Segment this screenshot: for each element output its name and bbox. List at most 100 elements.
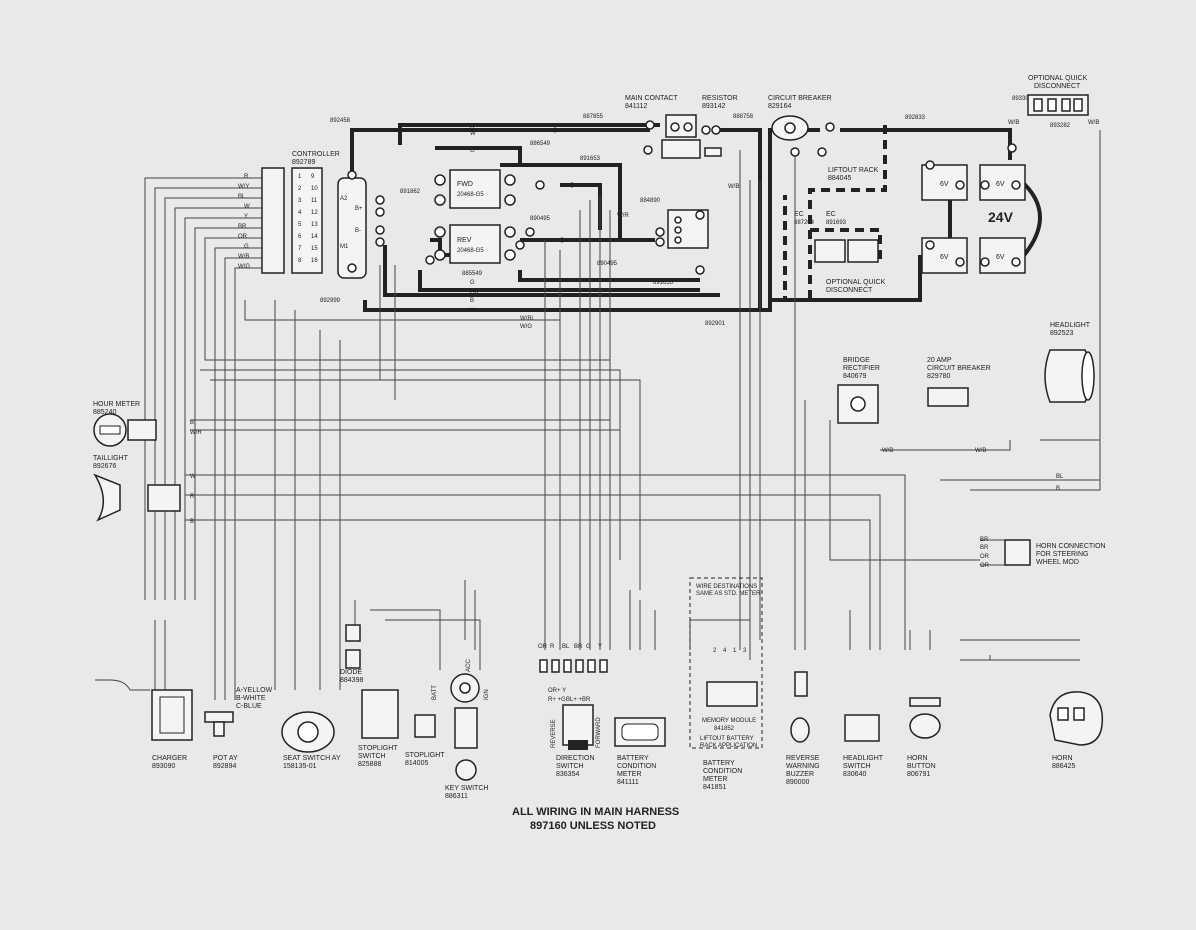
part-890495-b: 890495 — [597, 261, 618, 267]
charger-label: CHARGER — [152, 755, 187, 762]
dir-mark-or-y: OR+ Y — [548, 688, 566, 694]
direction-pin-0: OR — [538, 644, 548, 650]
taillight-label: TAILLIGHT — [93, 455, 129, 462]
wire-code-wb: W/B — [728, 184, 739, 190]
mem-pin-4: 4 — [723, 648, 727, 654]
horn-connection-label2: FOR STEERING — [1036, 551, 1089, 558]
part-890495-a: 890495 — [530, 216, 551, 222]
direction-pin-3: BR — [574, 644, 583, 650]
battery-condition-meter-1: BATTERY CONDITION METER 841111 — [614, 717, 666, 786]
hour-meter-label: HOUR METER — [93, 401, 140, 408]
wire-code-b: B — [470, 298, 474, 304]
headlight-label: HEADLIGHT — [1050, 322, 1091, 329]
part-891655: 891655 — [653, 280, 674, 286]
buzzer-part: 890000 — [786, 779, 809, 786]
controller-pin-14: 14 — [311, 234, 318, 240]
memory-module-box: WIRE DESTINATIONS SAME AS STD. METER MEM… — [689, 577, 763, 791]
key-switch-label: KEY SWITCH — [445, 785, 488, 792]
controller-pin-13: 13 — [311, 222, 318, 228]
wire-code-g: G — [470, 148, 475, 154]
buzzer-label2: WARNING — [786, 763, 820, 770]
controller-label: CONTROLLER — [292, 151, 340, 158]
heavy-wires — [350, 123, 1042, 312]
controller-pin-11: 11 — [311, 198, 318, 204]
controller-part: 892789 — [292, 159, 315, 166]
direction-pin-2: BL — [562, 644, 570, 650]
amp-breaker-part: 829780 — [927, 373, 950, 380]
horn-connection-wire-or2: OR — [980, 563, 990, 569]
fwd-part: 20468-G5 — [457, 192, 484, 198]
diagram-subtitle: 897160 UNLESS NOTED — [530, 820, 656, 832]
headlight-wire-bl: BL — [1056, 474, 1064, 480]
controller-wire-5: BR — [238, 224, 247, 230]
bridge-rectifier-label2: RECTIFIER — [843, 365, 880, 372]
direction-pin-1: R — [550, 644, 555, 650]
bcm2-label3: METER — [703, 776, 728, 783]
direction-pin-connector-1 — [551, 659, 560, 673]
terminal-a2: A2 — [340, 196, 348, 202]
wire-code-r: R — [470, 124, 475, 130]
oqd-top-part-a: 893303 — [1012, 96, 1033, 102]
circuit-breaker: CIRCUIT BREAKER 829164 — [768, 95, 835, 157]
controller-pin-12: 12 — [311, 210, 318, 216]
direction-switch-part: 836354 — [556, 771, 579, 778]
bridge-rectifier-label: BRIDGE — [843, 357, 870, 364]
wire-dest-label2: SAME AS STD. METER — [696, 591, 761, 597]
amp-breaker-label2: CIRCUIT BREAKER — [927, 365, 991, 372]
controller-pin-6: 6 — [298, 234, 302, 240]
horn-part: 886425 — [1052, 763, 1075, 770]
battery-cell-2: 6V — [996, 181, 1005, 188]
ec2-label: EC — [826, 211, 836, 218]
liftout-rack-part: 884045 — [828, 175, 851, 182]
direction-pin-connector-2 — [563, 659, 572, 673]
wire-code-w: W — [470, 131, 476, 137]
seat-switch: SEAT SWITCH AY 158135-01 — [281, 711, 341, 770]
taillight-part: 892676 — [93, 463, 116, 470]
controller-pin-10: 10 — [311, 186, 318, 192]
ec2-part: 891693 — [826, 220, 847, 226]
wire-code-wr: W/R — [617, 213, 629, 219]
part-887855: 887855 — [583, 114, 604, 120]
pot-ay-part: 892894 — [213, 763, 236, 770]
horn-connection-wire-or: OR — [980, 554, 990, 560]
bridge-rectifier-part: 840679 — [843, 373, 866, 380]
oqd-bottom-label: OPTIONAL QUICK — [826, 279, 886, 286]
part-891653: 891653 — [580, 156, 601, 162]
dir-mark-bl-br: BL+ +BR — [566, 697, 591, 703]
circuit-breaker-part: 829164 — [768, 103, 791, 110]
ec1-label: EC — [794, 211, 804, 218]
oqd-top-part-b: 893282 — [1050, 123, 1071, 129]
seat-switch-label: SEAT SWITCH AY — [283, 755, 341, 762]
pot-legend-b: B-WHITE — [236, 695, 266, 702]
key-ign: IGN — [484, 689, 490, 700]
fwd-solenoid: FWD 20468-G5 — [434, 169, 516, 209]
direction-switch-label: DIRECTION — [556, 755, 595, 762]
mem-pin-2: 2 — [713, 648, 717, 654]
pot-legend-a: A-YELLOW — [236, 687, 273, 694]
bcm1-label3: METER — [617, 771, 642, 778]
battery-voltage: 24V — [988, 209, 1014, 225]
headlight-part: 892523 — [1050, 330, 1073, 337]
pot-legend-c: C-BLUE — [236, 703, 262, 710]
diagram-title: ALL WIRING IN MAIN HARNESS — [512, 806, 679, 818]
part-886549: 886549 — [530, 141, 551, 147]
part-892901: 892901 — [705, 321, 726, 327]
direction-pin-connector-3 — [575, 659, 584, 673]
resistor: RESISTOR 893142 — [701, 95, 738, 157]
controller-wire-3: W — [244, 204, 250, 210]
controller-pin-5: 5 — [298, 222, 302, 228]
terminal-bminus: B- — [355, 228, 361, 234]
memory-module-part: 841852 — [714, 726, 735, 732]
liftout-app-label2: RACK APPLICATION — [700, 743, 757, 749]
liftout-rack-outline — [783, 125, 887, 302]
headlight-switch-label2: SWITCH — [843, 763, 871, 770]
controller-pin-7: 7 — [298, 246, 302, 252]
mem-pin-3: 3 — [743, 648, 747, 654]
liftout-rack-label: LIFTOUT RACK — [828, 167, 879, 174]
controller-pin-3: 3 — [298, 198, 302, 204]
hour-meter-part: 885240 — [93, 409, 116, 416]
diode-part: 884398 — [340, 677, 363, 684]
headlight-wire-b: B — [1056, 486, 1060, 492]
diode-label: DIODE — [340, 669, 363, 676]
